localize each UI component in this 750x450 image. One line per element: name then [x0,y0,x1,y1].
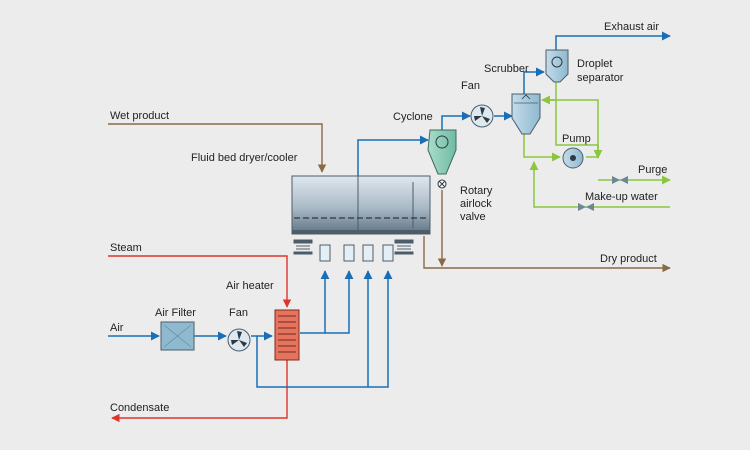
wet-product-label: Wet product [110,110,169,122]
exhaust-air-label: Exhaust air [604,21,659,33]
exhaust-air-line [555,31,671,50]
scrubber [511,93,541,135]
fluid-bed-dryer-label: Fluid bed dryer/cooler [191,152,298,164]
cyclone-to-fan [441,111,471,130]
exhaust-to-cyclone [357,135,429,176]
fan-icon [227,328,251,352]
rotary-valve-label-2: airlock [460,198,492,210]
rotary-valve-icon [437,179,447,189]
wet-product-line [108,123,327,173]
air-label: Air [110,322,124,334]
steam-line [108,255,292,308]
pump-label: Pump [562,133,591,145]
air-heater-label: Air heater [226,280,274,292]
rotary-valve-label-3: valve [460,211,486,223]
scrubber-label: Scrubber [484,63,529,75]
air-inlet-chambers [319,244,394,262]
condensate-line [111,360,288,423]
dry-product-label: Dry product [600,253,657,265]
purge-label: Purge [638,164,667,176]
air-filter-label: Air Filter [155,307,196,319]
air-heater [274,309,300,361]
condensate-label: Condensate [110,402,169,414]
pump-icon [562,147,584,169]
fan-icon [470,104,494,128]
air-filter [160,321,195,351]
make-up-water-valve [578,203,594,211]
cool-air-distribution [256,270,393,388]
make-up-water-label: Make-up water [585,191,658,203]
dry-product-line [423,190,671,273]
fan-inlet-label: Fan [229,307,248,319]
dryer-springs [293,239,414,255]
cyclone-label: Cyclone [393,111,433,123]
rotary-valve-label-1: Rotary [460,185,493,197]
fan-outlet-label: Fan [461,80,480,92]
fluid-bed-dryer [291,175,431,235]
steam-label: Steam [110,242,142,254]
droplet-separator [545,49,569,83]
droplet-separator-label-2: separator [577,72,624,84]
hot-air-distribution [300,270,354,334]
purge-valves [612,176,628,184]
droplet-separator-label-1: Droplet [577,58,612,70]
scrubber-to-separator [523,67,545,94]
water-circuit [523,82,671,208]
cyclone [427,129,457,175]
